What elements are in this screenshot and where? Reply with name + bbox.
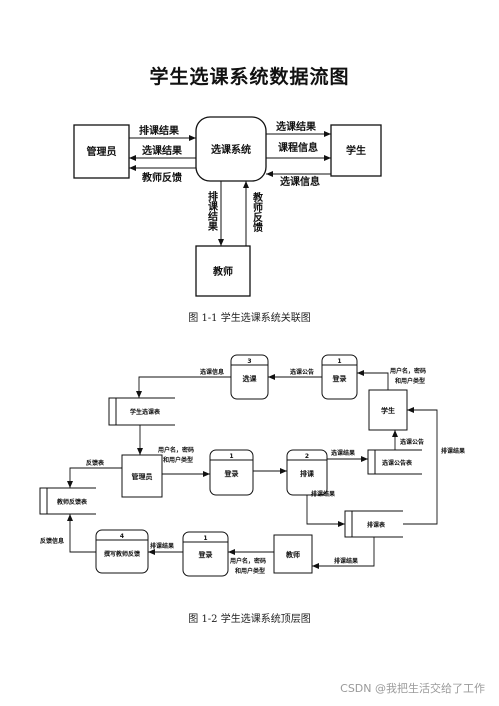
flow-feedback-info-label: 反馈信息 <box>40 537 64 545</box>
process-schedule-label: 排课 <box>300 469 315 478</box>
flow-admin-to-feedback-store <box>67 467 122 488</box>
flow-result-to-student-label: 选课结果 <box>276 120 317 133</box>
flow-user-info-1-b: 和用户类型 <box>394 377 425 385</box>
flow-feedback-to-admin-label: 教师反馈 <box>141 171 182 184</box>
flow-user-info-3-a: 用户名，密码 <box>229 557 266 565</box>
context-diagram <box>73 116 382 297</box>
process-login-mid-box <box>209 449 254 496</box>
flow-admin-schedule-label: 排课结果 <box>139 124 180 137</box>
entity-student-label: 学生 <box>346 144 366 157</box>
entity-teacher-box <box>195 245 251 297</box>
store-student-course-shape <box>108 397 175 426</box>
store-feedback-label: 教师反馈表 <box>56 498 88 506</box>
store-notice-label: 选课公告表 <box>382 459 413 467</box>
flow-course-result-label: 选课结果 <box>331 449 355 457</box>
flow-schedule-result-3-label: 排课结果 <box>334 557 358 565</box>
flow-result-to-admin-label: 选课结果 <box>142 144 183 157</box>
store-student-course-label: 学生选课表 <box>130 408 161 416</box>
process-login-bottom-number: 1 <box>203 535 207 542</box>
process-system-box <box>195 116 267 182</box>
process-select-label: 选课 <box>243 374 258 383</box>
process-system-label: 选课系统 <box>211 143 251 156</box>
flow-to-teacher-label: 排课结果 <box>206 190 219 232</box>
entity-teacher-label: 教师 <box>212 265 233 278</box>
process-feedback-number: 4 <box>120 533 124 540</box>
process-login-mid-number: 1 <box>229 453 233 460</box>
flow-user-info-3-b: 和用户类型 <box>234 567 265 575</box>
flow-student-to-system-label: 选课信息 <box>280 175 320 188</box>
entity-admin-label: 管理员 <box>87 145 117 158</box>
entity-student-box <box>330 124 382 177</box>
figure1-caption: 图 1-1 学生选课系统关联图 <box>188 313 311 324</box>
entity-student-label-2: 学生 <box>381 406 395 415</box>
flow-schedule-result-2-label: 排课结果 <box>150 542 174 550</box>
entity-admin-label-2: 管理员 <box>132 472 153 481</box>
flow-student-to-login <box>357 370 389 390</box>
flow-notice-2-label: 选课公告 <box>400 438 424 446</box>
entity-admin-box <box>73 124 130 179</box>
flow-select-to-store <box>136 376 231 398</box>
flow-schedule-to-store <box>306 495 345 527</box>
flow-feedback-to-store <box>67 514 96 553</box>
process-login-bottom-label: 登录 <box>198 550 213 559</box>
level0-flows <box>67 370 438 569</box>
process-login-top-label: 登录 <box>332 374 347 383</box>
flow-feedback-label: 反馈表 <box>86 459 105 467</box>
page-title: 学生选课系统数据流图 <box>149 66 350 88</box>
flow-notice-1-label: 选课公告 <box>290 368 314 376</box>
process-login-mid-label: 登录 <box>224 469 239 478</box>
flow-teacher-feedback-label: 教师反馈 <box>251 191 264 233</box>
flow-user-info-1-a: 用户名，密码 <box>389 367 426 375</box>
flow-schedule-loop-to-student <box>403 407 438 525</box>
store-schedule-label: 排课表 <box>367 521 386 529</box>
flow-course-info-label: 课程信息 <box>278 141 318 154</box>
watermark: CSDN @我把生活交给了工作 <box>340 682 485 695</box>
flow-schedule-result-1-label: 排课结果 <box>311 490 335 498</box>
entity-teacher-label-2: 教师 <box>285 550 300 559</box>
level0-processes <box>95 354 358 577</box>
process-select-number: 3 <box>247 358 251 365</box>
process-schedule-number: 2 <box>305 453 309 460</box>
entity-admin-box-2 <box>121 454 163 498</box>
process-login-top-number: 1 <box>337 358 341 365</box>
flow-schedule-result-right-label: 排课结果 <box>441 447 465 455</box>
flow-store-to-teacher <box>312 537 375 569</box>
figure2-caption: 图 1-2 学生选课系统顶层图 <box>188 614 311 625</box>
context-flows <box>129 131 331 246</box>
process-feedback-label: 撰写教师反馈 <box>104 550 140 558</box>
entity-teacher-box-2 <box>273 534 313 574</box>
flow-course-info-label: 选课信息 <box>200 368 224 376</box>
flow-user-info-2-a: 用户名，密码 <box>157 446 194 454</box>
level0-entities <box>121 389 408 574</box>
flow-user-info-2-b: 和用户类型 <box>162 456 193 464</box>
